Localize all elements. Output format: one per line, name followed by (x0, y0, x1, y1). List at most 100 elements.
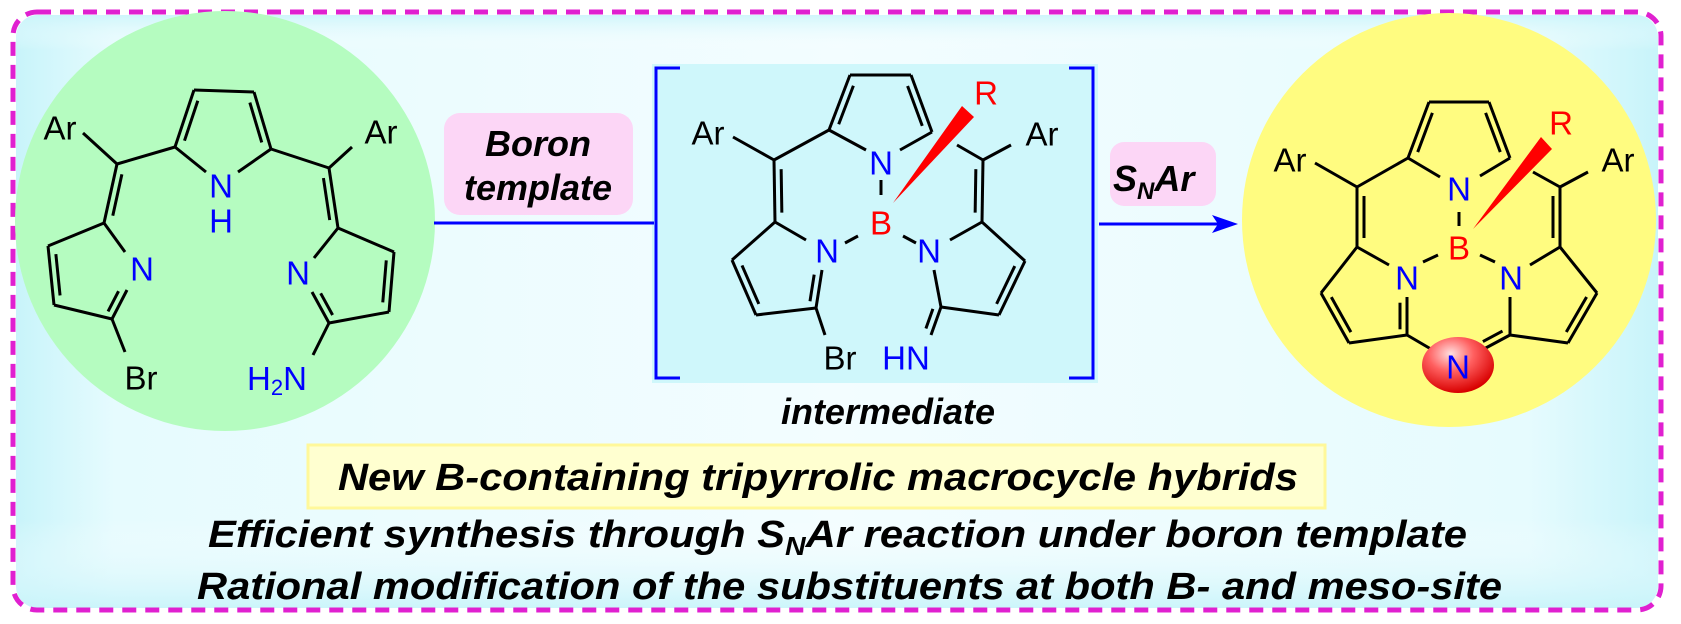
bond (1329, 296, 1353, 333)
bond (1482, 329, 1504, 343)
bond (1319, 292, 1351, 344)
bond (312, 227, 340, 259)
bond (973, 169, 978, 213)
int-r: R (974, 75, 998, 112)
int-n-left: N (815, 233, 839, 270)
bond (381, 260, 388, 303)
starting-material-labels: Ar Ar N H N N Br H2N (44, 110, 398, 400)
step2-box (1110, 142, 1216, 206)
bond (772, 159, 777, 223)
sm-n-left: N (130, 251, 154, 288)
bond (924, 308, 935, 329)
bond (1422, 253, 1439, 264)
bond (252, 91, 273, 150)
bond (827, 74, 852, 131)
bond (173, 89, 196, 148)
bond (237, 147, 272, 174)
bond (1356, 245, 1390, 267)
dashed-border (10, 9, 1664, 613)
bond (899, 130, 933, 152)
summary-line-2-sub: N (785, 531, 807, 561)
sm-amine-sub: 2 (271, 375, 283, 400)
int-imine: HN (882, 340, 930, 377)
bond (1479, 156, 1511, 178)
bond (837, 85, 855, 125)
prod-r: R (1549, 105, 1573, 142)
prod-b: B (1448, 230, 1470, 267)
bond (248, 102, 264, 143)
step1-box (444, 113, 633, 215)
bond (327, 145, 354, 170)
int-n-right: N (917, 233, 941, 270)
sm-br: Br (125, 360, 158, 397)
bond (929, 306, 943, 336)
bond (730, 259, 758, 316)
bond (81, 131, 119, 166)
sm-amine-n: N (283, 360, 307, 397)
bond (982, 143, 1012, 162)
intermediate-labels: Ar Ar N B R N N Br HN (692, 75, 1059, 377)
product-wedge-bond (1473, 137, 1552, 229)
sm-ar-left: Ar (44, 110, 77, 147)
bond (337, 226, 395, 254)
bond (1481, 333, 1511, 352)
bond (102, 163, 119, 224)
headline-box (306, 443, 1327, 510)
bond (828, 128, 867, 152)
summary-line-2-post: Ar reaction under boron template (805, 514, 1467, 556)
prod-ar-right: Ar (1602, 142, 1635, 179)
bond (902, 234, 917, 245)
bond (949, 220, 983, 242)
int-ar-left: Ar (692, 115, 725, 152)
bond (1529, 245, 1561, 267)
bond (387, 251, 396, 313)
bond (932, 269, 943, 308)
bond (980, 159, 985, 223)
bond (814, 307, 827, 336)
bond (732, 135, 775, 162)
bond (106, 290, 120, 313)
bond (102, 222, 127, 253)
bond (997, 260, 1027, 316)
right-bracket (1069, 66, 1095, 380)
bond (47, 221, 105, 248)
bond (311, 322, 331, 356)
bond (1348, 333, 1408, 345)
summary-line-2-pre: Efficient synthesis through (208, 514, 757, 556)
bond (906, 85, 924, 127)
arrow-head-icon (1212, 215, 1238, 233)
summary-line-2-s: S (757, 514, 785, 556)
product-bonds (1314, 100, 1599, 354)
bond (328, 310, 390, 325)
meso-n-highlight (1422, 337, 1494, 393)
int-b: B (870, 205, 892, 242)
bond (808, 274, 816, 302)
bond (319, 292, 334, 316)
bond (193, 88, 255, 94)
bond (1356, 156, 1409, 189)
bond (909, 74, 934, 133)
step2-label: SNAr (1113, 158, 1196, 205)
prod-n-right: N (1499, 260, 1523, 297)
step2-sub: N (1137, 178, 1155, 205)
bond (174, 145, 207, 174)
bond (773, 128, 830, 162)
bond (740, 264, 761, 305)
int-ar-right: Ar (1026, 116, 1059, 153)
bond (116, 145, 176, 166)
prod-n-meso: N (1446, 349, 1470, 386)
bond (1484, 112, 1502, 153)
bond (1406, 101, 1431, 159)
summary-line-2: Efficient synthesis through SNAr reactio… (208, 514, 1467, 561)
sm-ar-right: Ar (365, 114, 398, 151)
summary-line-3: Rational modification of the substituent… (197, 566, 1502, 608)
int-n-top: N (869, 145, 893, 182)
step2-s: S (1113, 158, 1137, 199)
step1-line2: template (464, 167, 612, 208)
bond (779, 169, 784, 213)
bond (1509, 333, 1569, 345)
bond (774, 220, 807, 242)
bond (1559, 170, 1589, 189)
bond (46, 245, 56, 306)
sm-h-center: H (209, 203, 233, 240)
